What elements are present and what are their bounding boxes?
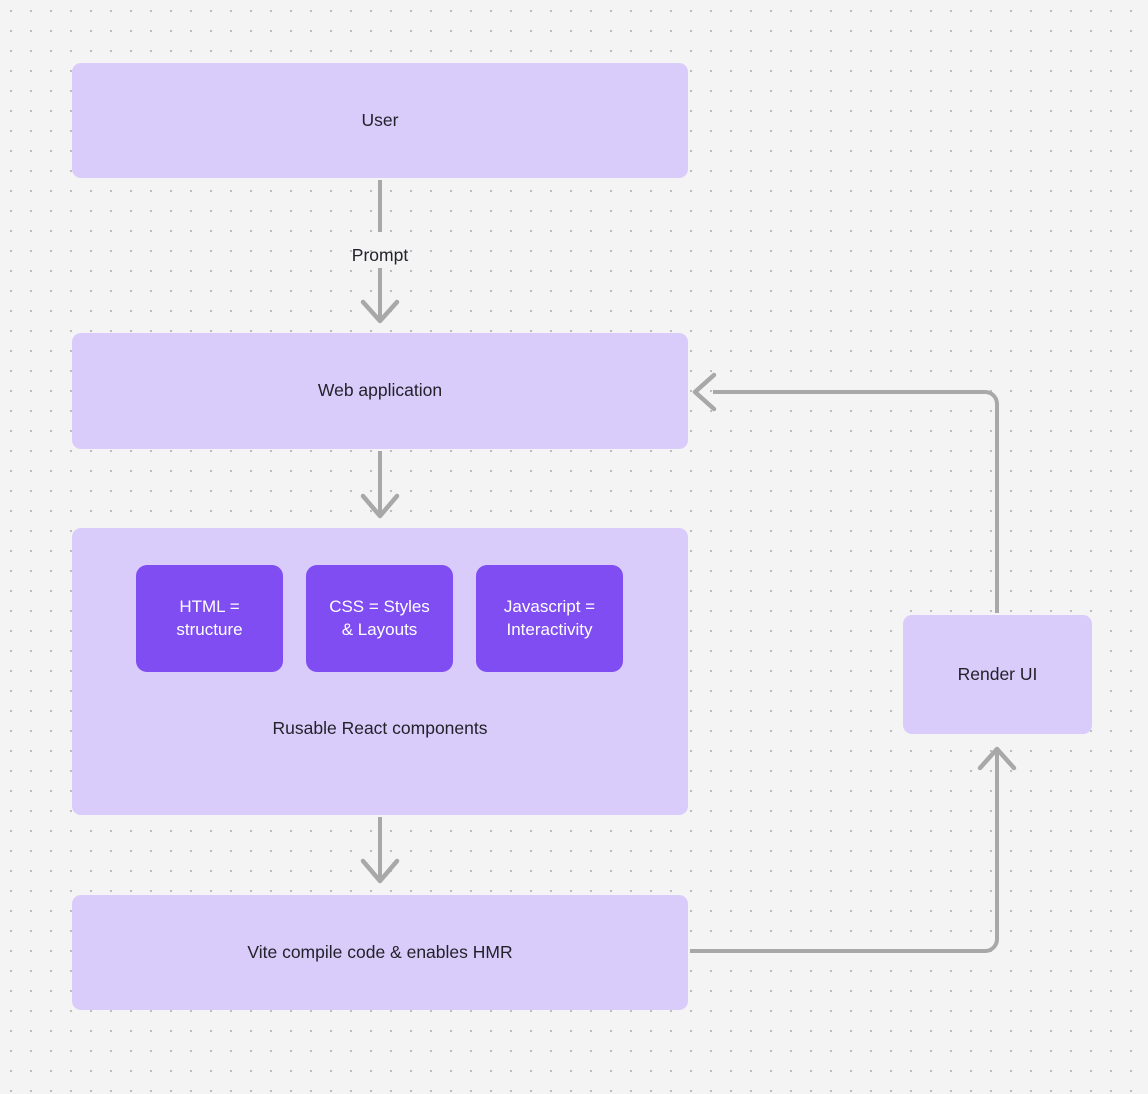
node-html-block[interactable]: HTML = structure [136, 565, 283, 672]
edge-vite-to-render-ui [690, 746, 1017, 953]
node-web-application-label: Web application [317, 380, 443, 401]
edge-label-prompt-text: Prompt [351, 245, 409, 265]
node-html-block-label: HTML = structure [176, 597, 243, 639]
node-render-ui[interactable]: Render UI [903, 615, 1092, 734]
edge-label-prompt: Prompt [300, 245, 460, 266]
node-css-block[interactable]: CSS = Styles & Layouts [306, 565, 453, 672]
node-components-container-label: Rusable React components [272, 718, 488, 738]
edge-components-to-vite [360, 817, 400, 884]
node-render-ui-label: Render UI [957, 663, 1038, 684]
node-user[interactable]: User [72, 63, 688, 178]
edge-render-ui-to-web-application [692, 372, 999, 613]
node-components-container[interactable]: HTML = structure CSS = Styles & Layouts … [72, 528, 688, 815]
node-css-block-label: CSS = Styles & Layouts [329, 597, 430, 639]
node-user-label: User [361, 109, 399, 130]
edge-web-application-to-components [360, 451, 400, 519]
node-javascript-block[interactable]: Javascript = Interactivity [476, 565, 623, 672]
node-javascript-block-label: Javascript = Interactivity [503, 597, 596, 639]
node-web-application[interactable]: Web application [72, 333, 688, 449]
node-vite[interactable]: Vite compile code & enables HMR [72, 895, 688, 1010]
node-vite-label: Vite compile code & enables HMR [247, 941, 513, 962]
